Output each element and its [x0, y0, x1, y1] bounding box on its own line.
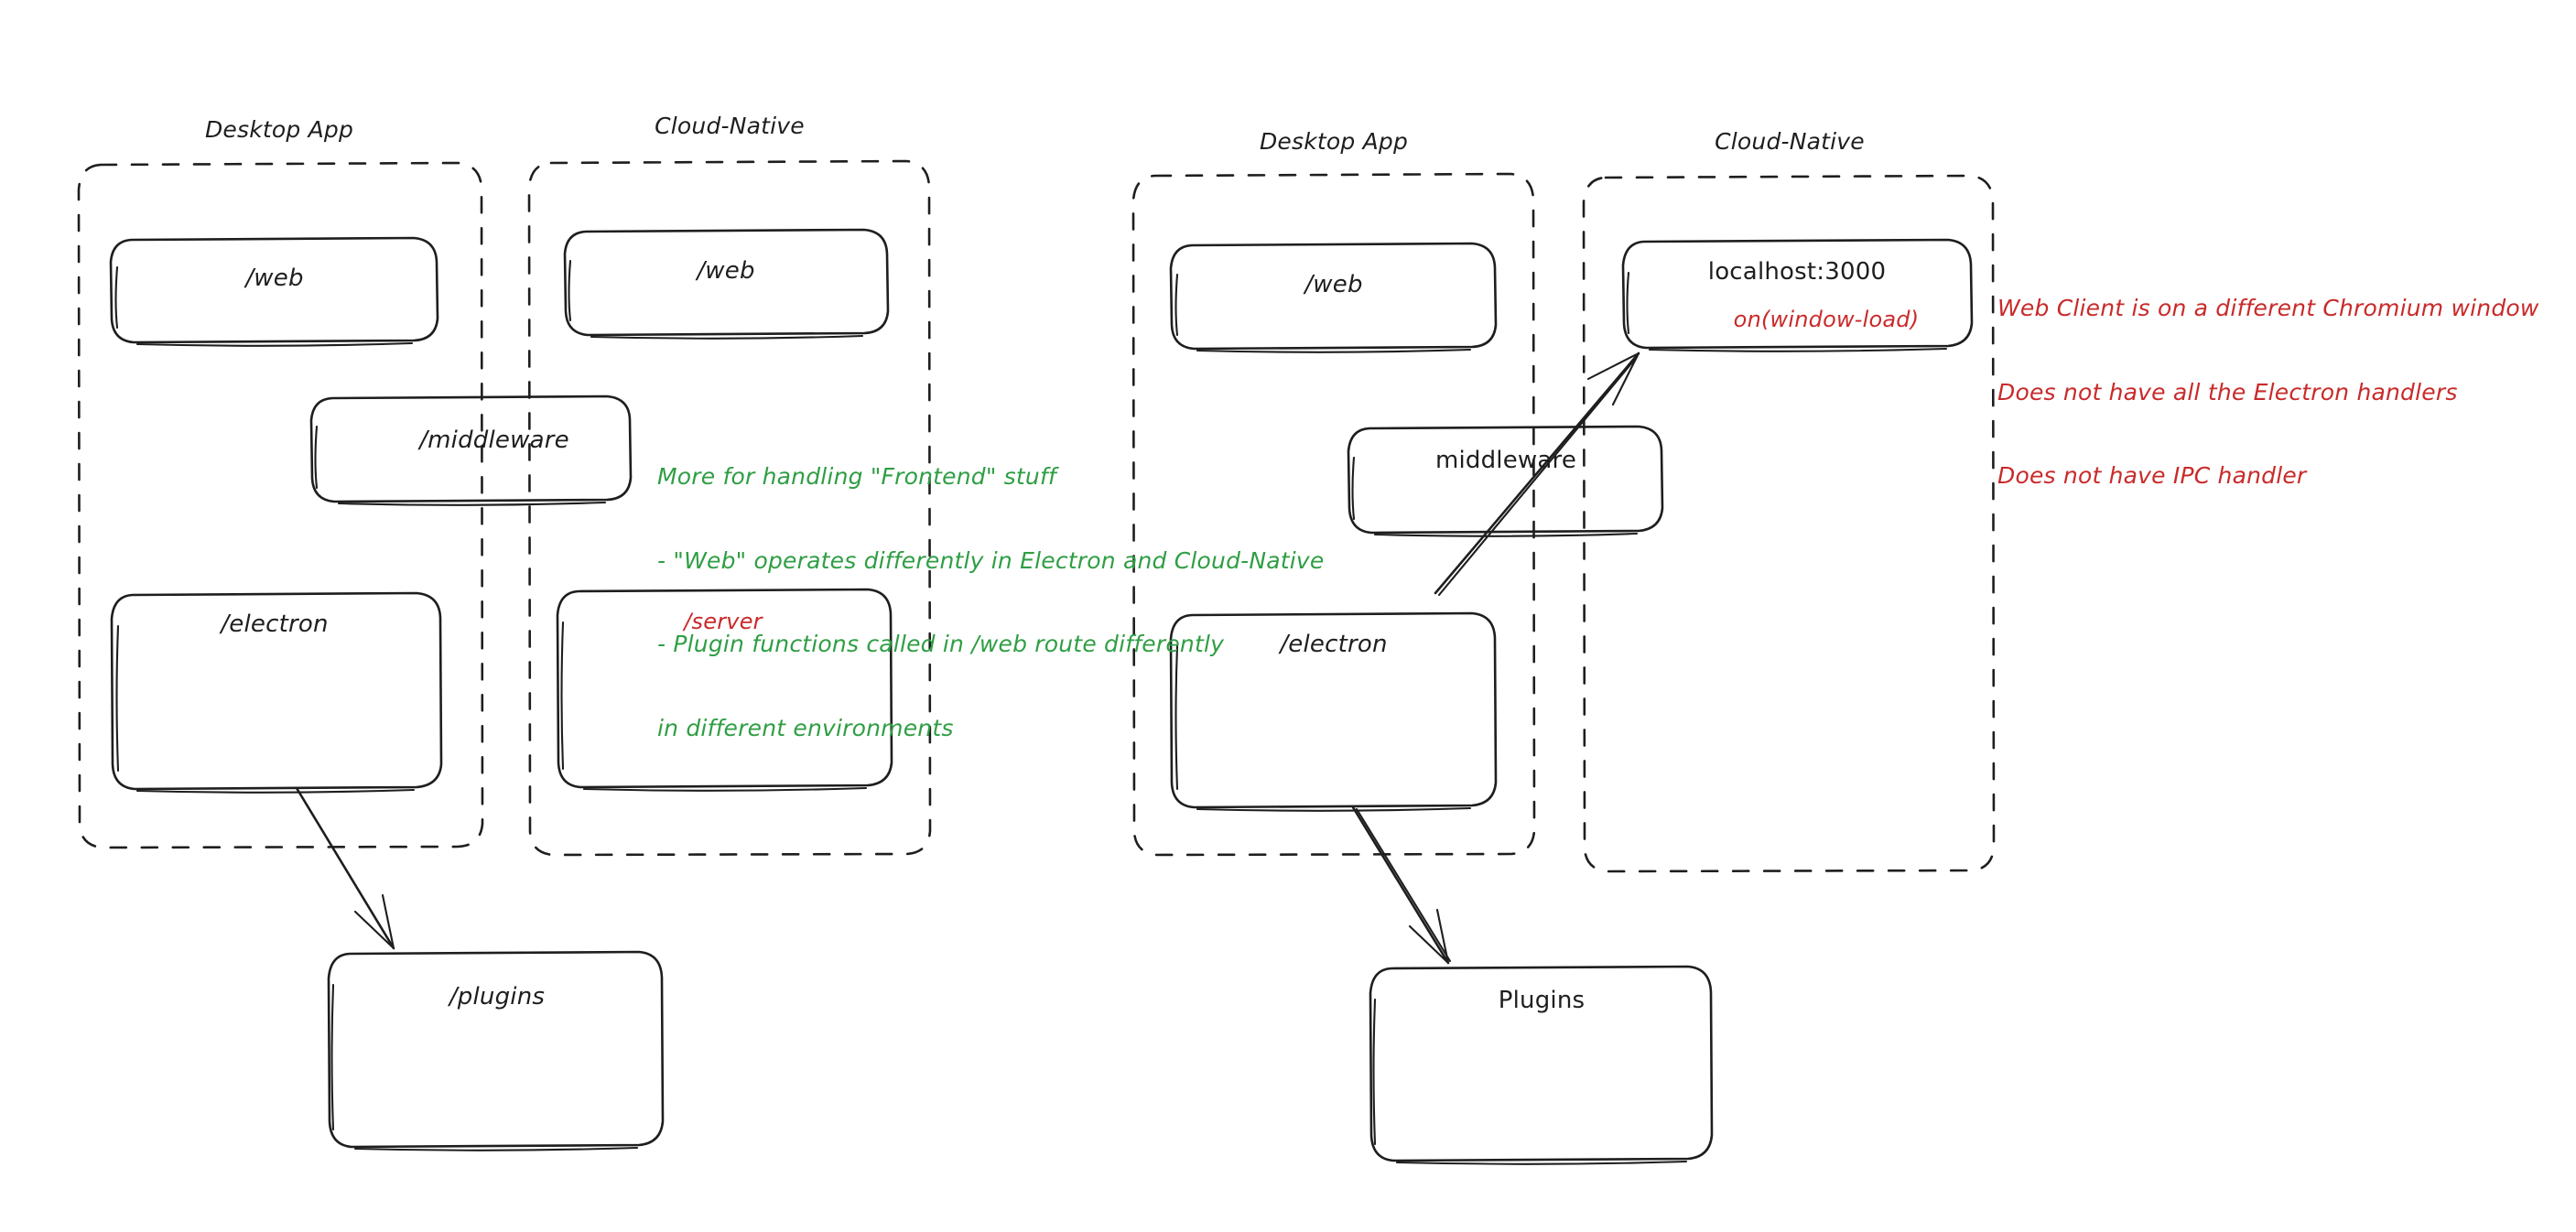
box-right-localhost [1621, 238, 1974, 352]
note-green-frontend: More for handling "Frontend" stuff - "We… [657, 407, 1325, 798]
group-frame-left-cloud-native [527, 159, 932, 857]
box-label-left-middleware: /middleware [419, 427, 569, 454]
box-label-right-plugins: Plugins [1498, 987, 1586, 1014]
note-green-line-1: More for handling "Frontend" stuff [657, 463, 1056, 490]
box-right-desktop-web [1169, 242, 1498, 353]
box-label-right-middleware: middleware [1434, 447, 1577, 474]
box-label-right-localhost: localhost:3000 [1707, 258, 1887, 286]
group-label-right-cloud-native: Cloud-Native [1715, 128, 1865, 155]
box-sublabel-right-localhost-on-window-load: on(window-load) [1733, 307, 1920, 332]
box-label-left-server: /server [684, 609, 763, 634]
arrow-right-electron-to-localhost [1434, 351, 1640, 597]
box-right-middleware [1347, 425, 1664, 537]
arrow-left-electron-to-plugins [295, 786, 395, 950]
group-frame-right-cloud-native [1582, 174, 1996, 873]
box-label-left-cloud-web: /web [697, 257, 755, 285]
note-green-line-3: - Plugin functions called in /web route … [657, 631, 1225, 657]
box-label-left-desktop-web: /web [245, 265, 304, 292]
note-red-line-3: Does not have IPC handler [1997, 462, 2307, 489]
note-red-line-2: Does not have all the Electron handlers [1997, 378, 2458, 405]
group-label-right-desktop-app: Desktop App [1259, 128, 1409, 155]
group-label-left-desktop-app: Desktop App [204, 116, 354, 143]
group-frame-left-desktop-app [77, 161, 484, 849]
box-left-server [556, 588, 893, 792]
box-right-plugins [1369, 965, 1714, 1165]
box-left-plugins [327, 950, 665, 1151]
box-label-left-electron: /electron [221, 611, 329, 638]
box-label-right-electron: /electron [1280, 631, 1388, 658]
note-red-web-client: Web Client is on a different Chromium wi… [1997, 239, 2539, 546]
box-left-desktop-web [109, 236, 439, 347]
box-label-right-desktop-web: /web [1304, 271, 1363, 298]
note-green-line-2: - "Web" operates differently in Electron… [657, 546, 1325, 574]
group-frame-right-desktop-app [1131, 172, 1536, 857]
box-left-electron [110, 591, 443, 794]
box-left-middleware [309, 394, 633, 506]
box-label-left-plugins: /plugins [449, 983, 546, 1010]
group-label-left-cloud-native: Cloud-Native [655, 113, 805, 139]
note-green-line-4: in different environments [657, 714, 954, 741]
arrow-right-electron-to-plugins [1351, 805, 1452, 965]
note-red-line-1: Web Client is on a different Chromium wi… [1997, 295, 2539, 321]
box-left-cloud-web [563, 228, 890, 340]
box-right-electron [1169, 611, 1498, 812]
